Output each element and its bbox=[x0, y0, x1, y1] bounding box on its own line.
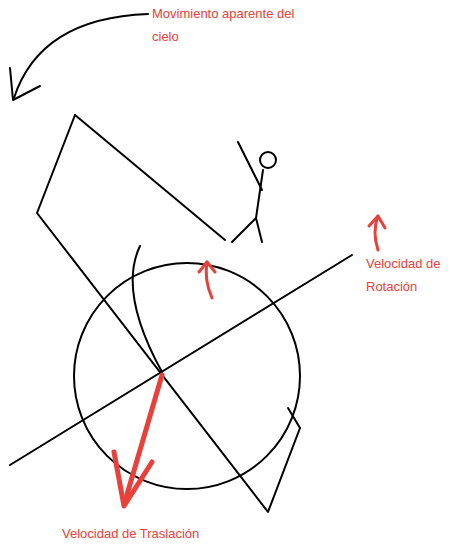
annotation-label: Velocidad de Rotación bbox=[366, 252, 462, 298]
annotation-label: Movimiento aparente del cielo bbox=[152, 2, 302, 48]
meridian bbox=[133, 246, 162, 372]
observer-arm bbox=[238, 142, 262, 190]
translation-arrowhead bbox=[114, 452, 152, 506]
horizon-plane-edge bbox=[75, 115, 225, 240]
sky-arrow bbox=[14, 14, 148, 98]
horizon-plane bbox=[37, 115, 300, 512]
observer-head bbox=[260, 152, 276, 168]
rotation-axis bbox=[10, 255, 352, 465]
observer-legs bbox=[232, 218, 262, 242]
sky-arrow-head bbox=[10, 68, 40, 100]
rotation-arrow bbox=[375, 216, 378, 250]
rotation-arrowhead bbox=[199, 262, 215, 272]
observer-body bbox=[256, 170, 263, 218]
translation-arrow bbox=[126, 375, 162, 498]
earth-circle bbox=[74, 263, 300, 489]
rotation-arrowhead bbox=[369, 216, 385, 228]
annotation-label: Velocidad de Traslación bbox=[62, 522, 282, 545]
